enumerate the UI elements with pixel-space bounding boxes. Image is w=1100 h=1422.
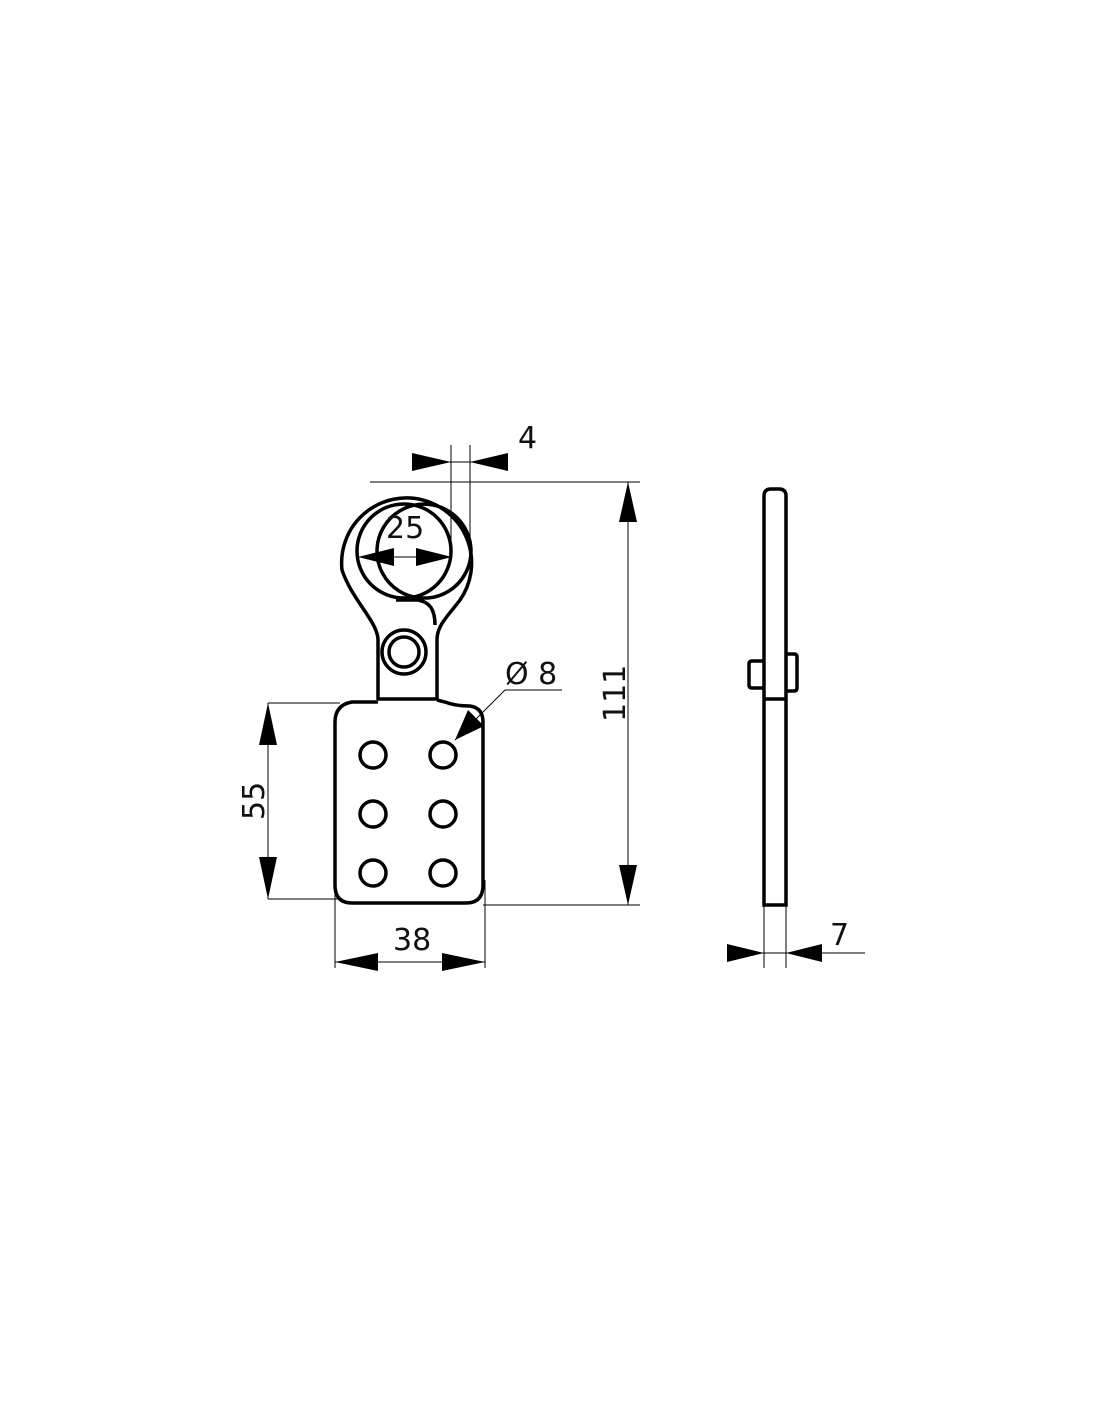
padlock-holes xyxy=(358,740,458,888)
hole xyxy=(358,799,388,829)
front-view xyxy=(333,496,485,905)
dimension-4: 4 xyxy=(412,421,537,545)
dimension-25: 25 xyxy=(358,511,452,566)
dimension-55: 55 xyxy=(237,702,340,900)
hole xyxy=(428,799,458,829)
hole xyxy=(358,858,388,888)
dim-side-label: 7 xyxy=(830,918,849,953)
ring-hole-circle xyxy=(355,502,453,600)
neck-inner xyxy=(396,598,437,626)
ring-outline xyxy=(339,496,474,700)
hole xyxy=(428,858,458,888)
hole xyxy=(358,740,388,770)
side-view xyxy=(747,487,799,907)
dim-thickness-label: 4 xyxy=(518,421,537,456)
dim-plate-height-label: 55 xyxy=(237,782,272,820)
dimension-7: 7 xyxy=(727,905,865,968)
dimension-111: 111 xyxy=(370,481,640,906)
dimension-hole: Ø 8 xyxy=(454,657,562,741)
dim-hole-label: Ø 8 xyxy=(505,657,557,692)
hole xyxy=(428,740,458,770)
dim-ring-label: 25 xyxy=(386,511,424,546)
dim-height-label: 111 xyxy=(598,665,633,722)
ring-hole xyxy=(375,502,473,600)
dim-plate-width-label: 38 xyxy=(393,923,431,958)
plate-outline xyxy=(333,698,485,905)
rivet-outer xyxy=(380,628,428,676)
rivet-inner xyxy=(387,635,421,669)
dimension-38: 38 xyxy=(334,870,486,971)
